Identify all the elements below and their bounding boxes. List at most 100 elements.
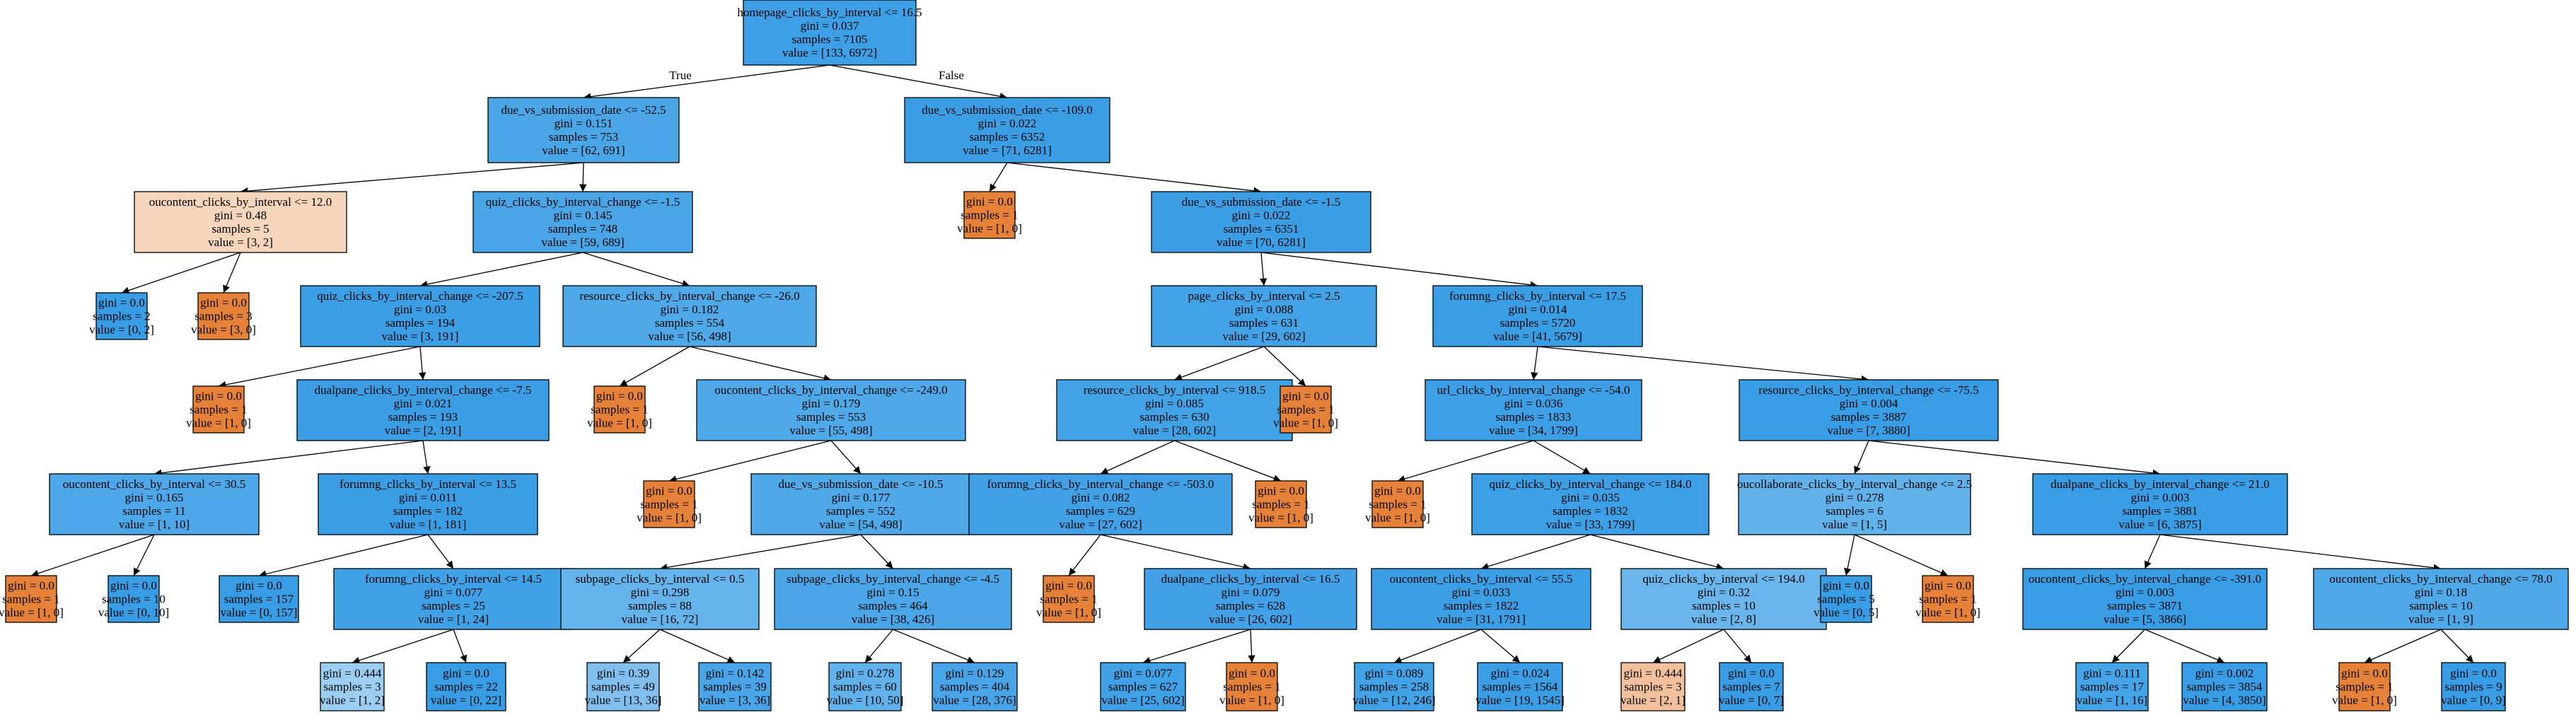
tree-node-box [1043,575,1095,623]
tree-node-line: gini = 0.0 [646,484,692,498]
tree-edge [2144,534,2161,569]
tree-node-line: samples = 39 [703,680,767,694]
tree-node-line: value = [7, 3880] [1827,424,1910,437]
tree-edge [1537,346,1869,383]
tree-node-line: gini = 0.089 [1365,667,1424,680]
tree-edge [258,534,429,578]
tree-node-line: gini = 0.077 [1114,667,1173,680]
tree-edge [453,629,468,663]
tree-node-box [1371,480,1424,528]
tree-edge [622,629,661,663]
tree-node-line: gini = 0.165 [125,491,184,504]
tree-node-line: gini = 0.0 [195,390,242,403]
tree-node-4: quiz_clicks_by_interval_change <= -1.5gi… [472,191,693,253]
tree-node-line: samples = 2 [93,310,150,323]
tree-node-box [2075,662,2149,711]
tree-node-line: oucontent_clicks_by_interval <= 55.5 [1390,572,1573,586]
tree-edge [583,64,830,100]
tree-node-line: samples = 753 [549,130,618,144]
tree-node-line: gini = 0.177 [832,491,890,504]
tree-node-line: samples = 1 [2336,680,2393,694]
tree-edge [1480,534,1591,570]
tree-edge [1844,534,1855,576]
tree-node-line: gini = 0.077 [424,586,483,599]
tree-node-line: samples = 1 [1252,498,1309,511]
tree-node-box [1922,575,1974,623]
tree-node-line: samples = 11 [122,504,185,518]
tree-node-box [1354,662,1434,711]
tree-node-box [1620,662,1686,711]
tree-node-line: samples = 7 [1722,680,1780,694]
tree-node-box [134,191,347,253]
tree-node-line: samples = 631 [1229,316,1299,330]
tree-edge [218,346,421,389]
tree-node-36: resource_clicks_by_interval_change <= -7… [1739,379,1999,441]
tree-node-line: value = [28, 376] [933,694,1016,707]
tree-node-box [904,97,1110,163]
tree-node-line: samples = 627 [1108,680,1178,694]
tree-edge [1480,629,1521,663]
tree-node-line: samples = 10 [102,593,166,606]
tree-node-line: samples = 1822 [1444,599,1519,612]
tree-node-line: gini = 0.0 [596,390,643,403]
tree-node-line: value = [29, 602] [1222,330,1305,343]
tree-node-line: samples = 552 [826,504,895,518]
tree-node-33: resource_clicks_by_interval <= 918.5gini… [1056,379,1293,441]
tree-node-box [1820,575,1872,623]
tree-node-box [1738,473,1971,535]
tree-node-box [1226,662,1278,711]
tree-node-line: gini = 0.088 [1235,303,1294,316]
tree-edge [1533,440,1591,475]
tree-node-box [219,575,299,623]
tree-node-line: samples = 5 [1817,593,1874,606]
tree-node-line: gini = 0.0 [966,195,1013,209]
tree-node-line: value = [3, 2] [208,236,273,249]
tree-node-line: samples = 554 [655,316,725,330]
tree-node-line: value = [5, 3866] [2104,612,2186,626]
tree-node-line: gini = 0.0 [236,579,282,593]
tree-node-box [318,473,538,535]
tree-node-line: value = [28, 602] [1133,424,1216,437]
tree-node-line: samples = 3887 [1831,410,1907,424]
tree-node-line: samples = 1 [640,498,697,511]
tree-node-line: value = [1, 10] [119,518,190,531]
tree-node-line: value = [1, 0] [957,222,1022,236]
tree-node-line: value = [25, 602] [1101,694,1184,707]
tree-edge [133,534,155,576]
tree-edge [1259,252,1267,286]
tree-node-line: samples = 3871 [2107,599,2183,612]
tree-node-line: value = [1, 0] [1219,694,1284,707]
tree-node-box [487,97,680,163]
tree-edge [418,346,427,380]
tree-node-42: dualpane_clicks_by_interval_change <= 21… [2032,473,2288,535]
tree-node-box [2181,662,2268,711]
tree-node-line: gini = 0.182 [661,303,719,316]
tree-node-line: oucontent_clicks_by_interval <= 12.0 [149,195,332,209]
tree-edge [2145,629,2225,663]
tree-node-22: subpage_clicks_by_interval_change <= -4.… [774,568,1012,630]
tree-node-line: samples = 9 [2444,680,2502,694]
tree-node-box [1280,385,1332,434]
tree-node-line: samples = 5 [211,222,269,236]
tree-node-line: gini = 0.004 [1840,397,1898,410]
tree-node-40: quiz_clicks_by_interval_change <= 184.0g… [1471,473,1710,535]
tree-node-line: value = [12, 246] [1352,694,1435,707]
tree-node-line: forumng_clicks_by_interval <= 13.5 [340,477,516,491]
tree-node-line: samples = 3 [323,680,381,694]
tree-node-line: gini = 0.0 [98,296,145,310]
tree-edge [1723,629,1752,663]
tree-node-line: value = [3, 0] [191,323,256,337]
tree-edge [1174,346,1265,381]
tree-node-line: gini = 0.0 [1823,579,1869,593]
tree-node-line: samples = 22 [434,680,498,694]
